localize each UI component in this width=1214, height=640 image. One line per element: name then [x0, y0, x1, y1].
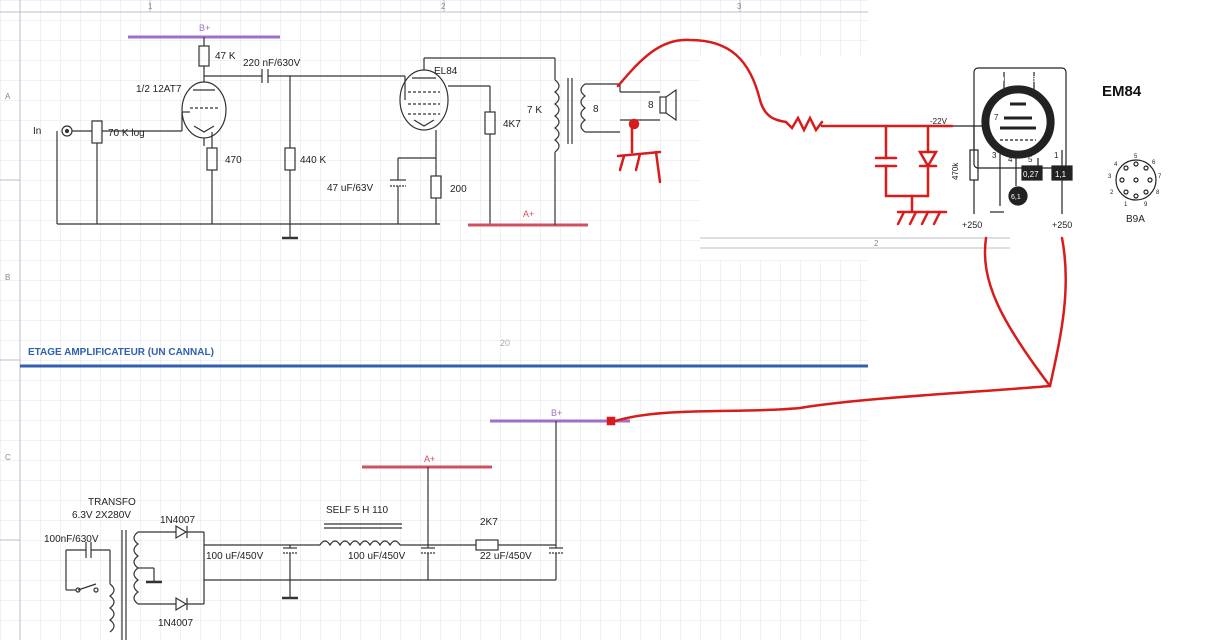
em84-c-small — [1008, 186, 1028, 206]
transfo-label: TRANSFO — [88, 497, 136, 508]
transformer-z-label: 7 K — [527, 105, 542, 116]
em84-c-small-label: 6,1 — [1011, 194, 1021, 201]
c-filter3-label: 22 uF/450V — [480, 551, 532, 562]
b9a-pin-7: 7 — [1158, 174, 1162, 180]
r-cathode1-label: 470 — [225, 155, 242, 166]
c-mains-label: 100nF/630V — [44, 534, 99, 545]
red-ground-speaker — [616, 120, 662, 184]
em84-input-note: -22V — [930, 117, 948, 126]
row-marker-a: A — [5, 92, 11, 101]
r-cathode2-label: 200 — [450, 184, 467, 195]
v2-label: EL84 — [434, 66, 458, 77]
b9a-pin-1: 1 — [1124, 202, 1128, 208]
input-label: In — [33, 126, 41, 137]
b-plus-label: B+ — [199, 23, 210, 33]
b9a-pin-9: 9 — [1144, 202, 1148, 208]
v1-label: 1/2 12AT7 — [136, 84, 182, 95]
b9a-pin-8: 8 — [1156, 190, 1160, 196]
em84-supply-left: +250 — [962, 220, 982, 230]
diode-bottom-label: 1N4007 — [158, 618, 193, 629]
em84-pin-3: 3 — [992, 151, 997, 160]
col-marker-1: 1 — [148, 2, 153, 11]
red-modification — [606, 38, 1067, 426]
c-filter1-label: 100 uF/450V — [206, 551, 264, 562]
speaker — [659, 96, 667, 114]
choke — [319, 540, 401, 547]
output-transformer-primary — [554, 79, 560, 153]
b9a-label: B9A — [1126, 214, 1145, 225]
b-plus-label-power: B+ — [551, 408, 562, 418]
em84-supply-right: +250 — [1052, 220, 1072, 230]
transfo-spec-label: 6.3V 2X280V — [72, 510, 131, 521]
em84-r-plate — [1021, 165, 1043, 181]
diode-top-label: 1N4007 — [160, 515, 195, 526]
a-plus-label-power: A+ — [424, 454, 435, 464]
em84-pin-4: 4 — [1008, 155, 1013, 164]
amp-stage — [56, 35, 677, 240]
em84-circuit — [952, 67, 1157, 214]
em84-r-target-label: 1,1 — [1055, 170, 1067, 179]
diode-top — [175, 524, 188, 540]
power-stage — [65, 419, 630, 640]
red-wire-secondary — [616, 38, 788, 124]
em84-pin-7: 7 — [994, 113, 999, 122]
red-wire-to-b-plus — [610, 384, 1052, 424]
row-marker-b: B — [5, 273, 10, 282]
output-transformer-secondary — [580, 83, 586, 133]
red-diode — [917, 150, 939, 169]
inset-col-marker: 2 — [874, 239, 879, 248]
red-wire-supply-left — [983, 236, 1052, 388]
em84-pin-5: 5 — [1028, 155, 1033, 164]
red-resistor — [784, 115, 824, 133]
em84-pin-6: 6 — [1031, 75, 1036, 84]
em84-pin-1: 1 — [1054, 151, 1059, 160]
pot-label: 70 K log — [108, 128, 145, 139]
r-filter-label: 2K7 — [480, 517, 498, 528]
transfo-primary — [109, 583, 115, 633]
col-marker-2: 2 — [441, 2, 446, 11]
secondary-z-label: 8 — [593, 104, 599, 115]
row-marker-c: C — [5, 453, 11, 462]
section-title: ETAGE AMPLIFICATEUR (UN CANNAL) — [28, 347, 214, 358]
center-mark: 20 — [500, 338, 510, 348]
r-grid-label: 440 K — [300, 155, 326, 166]
c-cathode-label: 47 uF/63V — [327, 183, 373, 194]
r-screen-label: 4K7 — [503, 119, 521, 130]
diode-bottom — [175, 596, 188, 612]
a-plus-label: A+ — [523, 209, 534, 219]
red-wire-supply-right — [1048, 236, 1067, 388]
r-plate-label: 47 K — [215, 51, 236, 62]
em84-pin-9: 9 — [1000, 75, 1005, 84]
c-coupling-label: 220 nF/630V — [243, 58, 301, 69]
em84-r-grid-label: 470k — [951, 162, 960, 180]
b9a-pin-2: 2 — [1110, 190, 1114, 196]
b9a-pin-5: 5 — [1134, 154, 1138, 160]
b9a-pin-3: 3 — [1108, 174, 1112, 180]
em84-r-plate-label: 0,27 — [1023, 170, 1039, 179]
col-marker-3: 3 — [737, 2, 742, 11]
choke-label: SELF 5 H 110 — [326, 505, 389, 516]
b9a-pin-6: 6 — [1152, 160, 1156, 166]
speaker-z-label: 8 — [648, 100, 654, 111]
b9a-pin-4: 4 — [1114, 162, 1118, 168]
c-filter2-label: 100 uF/450V — [348, 551, 406, 562]
b9a-socket — [1115, 159, 1157, 201]
em84-title: EM84 — [1102, 83, 1142, 100]
sheet-frame — [0, 0, 868, 640]
